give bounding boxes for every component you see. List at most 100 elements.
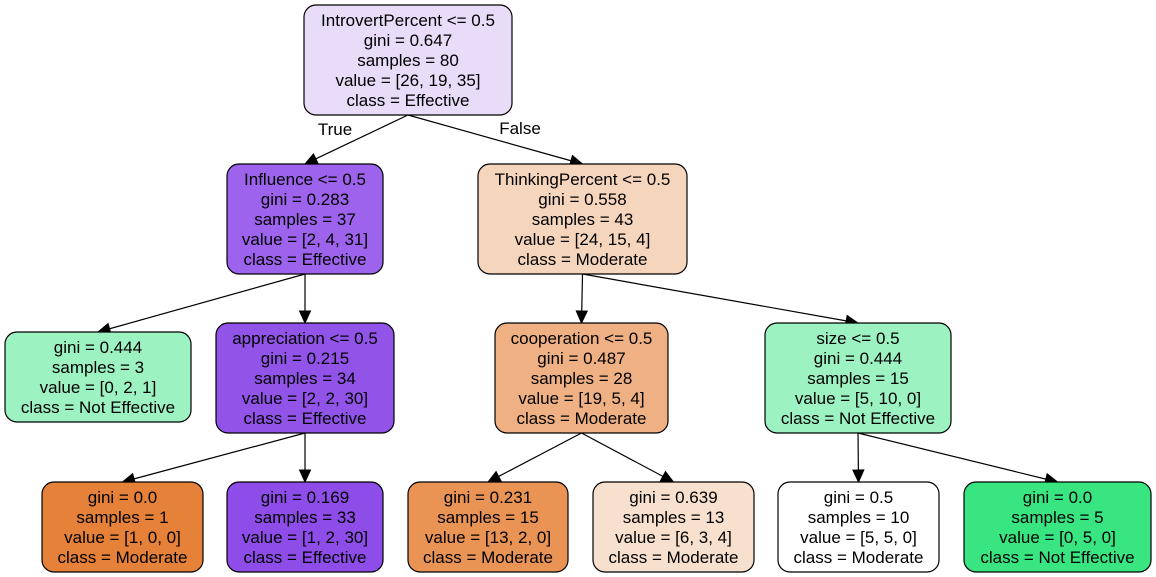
node-line: value = [19, 5, 4] bbox=[518, 389, 644, 408]
edge-label-true: True bbox=[318, 120, 352, 139]
node-box bbox=[303, 4, 513, 116]
node-line: samples = 13 bbox=[623, 508, 725, 527]
node-line: gini = 0.231 bbox=[444, 488, 532, 507]
edge-n0-n2: False bbox=[407, 114, 584, 167]
edge-line bbox=[407, 114, 572, 162]
node-box bbox=[777, 481, 940, 573]
node-line: value = [5, 10, 0] bbox=[795, 389, 921, 408]
node-box bbox=[764, 322, 952, 434]
node-line: gini = 0.444 bbox=[54, 338, 142, 357]
edge-line bbox=[315, 114, 409, 160]
node-line: IntrovertPercent <= 0.5 bbox=[321, 11, 495, 30]
edge-line bbox=[498, 432, 582, 477]
node-line: appreciation <= 0.5 bbox=[232, 329, 378, 348]
arrowhead-icon bbox=[852, 469, 865, 484]
node-line: samples = 28 bbox=[531, 369, 633, 388]
node-line: value = [6, 3, 4] bbox=[615, 528, 732, 547]
node-line: value = [5, 5, 0] bbox=[800, 528, 917, 547]
edge-line bbox=[109, 273, 306, 330]
node-line: samples = 80 bbox=[357, 51, 459, 70]
edge-label-false: False bbox=[499, 119, 541, 138]
node-line: samples = 1 bbox=[76, 508, 168, 527]
node-line: samples = 43 bbox=[532, 210, 634, 229]
node-line: class = Moderate bbox=[518, 250, 648, 269]
node-line: samples = 10 bbox=[808, 508, 910, 527]
node-line: class = Moderate bbox=[58, 548, 188, 567]
node-line: class = Effective bbox=[347, 91, 470, 110]
node-line: value = [24, 15, 4] bbox=[515, 230, 651, 249]
arrowhead-icon bbox=[575, 310, 589, 325]
edge-n1-n4 bbox=[298, 274, 312, 325]
edge-line bbox=[133, 432, 306, 480]
node-line: gini = 0.639 bbox=[629, 488, 717, 507]
node-line: samples = 33 bbox=[254, 508, 356, 527]
node-box bbox=[226, 163, 384, 275]
node-line: class = Effective bbox=[244, 409, 367, 428]
node-line: gini = 0.647 bbox=[364, 31, 452, 50]
node-line: samples = 5 bbox=[1011, 508, 1103, 527]
edge-n6-n12 bbox=[857, 432, 1059, 486]
node-line: ThinkingPercent <= 0.5 bbox=[495, 170, 671, 189]
node-box bbox=[963, 481, 1152, 573]
node-line: gini = 0.169 bbox=[261, 488, 349, 507]
node-line: gini = 0.283 bbox=[261, 190, 349, 209]
edge-n5-n10 bbox=[581, 432, 675, 483]
node-line: class = Effective bbox=[244, 250, 367, 269]
node-line: value = [1, 0, 0] bbox=[64, 528, 181, 547]
node-line: samples = 15 bbox=[807, 369, 909, 388]
node-line: value = [2, 4, 31] bbox=[242, 230, 368, 249]
edge-line bbox=[581, 273, 584, 312]
node-line: gini = 0.0 bbox=[88, 488, 157, 507]
node-box bbox=[592, 481, 755, 573]
arrowhead-icon bbox=[298, 469, 312, 484]
node-line: gini = 0.0 bbox=[1023, 488, 1092, 507]
node-line: class = Moderate bbox=[423, 548, 553, 567]
edge-n2-n5 bbox=[575, 273, 589, 325]
node-box bbox=[407, 481, 569, 573]
node-line: gini = 0.5 bbox=[824, 488, 893, 507]
edge-line bbox=[581, 432, 664, 477]
edge-n6-n11 bbox=[852, 432, 865, 484]
node-line: value = [0, 5, 0] bbox=[999, 528, 1116, 547]
node-line: gini = 0.444 bbox=[814, 349, 902, 368]
node-line: size <= 0.5 bbox=[816, 329, 899, 348]
node-line: class = Not Effective bbox=[980, 548, 1134, 567]
node-line: class = Effective bbox=[244, 548, 367, 567]
arrowhead-icon bbox=[303, 152, 319, 165]
node-box bbox=[41, 481, 204, 573]
edge-line bbox=[857, 432, 1046, 480]
node-line: gini = 0.215 bbox=[261, 349, 349, 368]
node-box bbox=[494, 322, 669, 434]
node-box bbox=[226, 481, 384, 573]
edge-n5-n9 bbox=[486, 432, 582, 483]
arrowhead-icon bbox=[486, 470, 502, 483]
node-box bbox=[215, 322, 395, 434]
edge-n0-n1: True bbox=[303, 114, 409, 165]
node-line: value = [1, 2, 30] bbox=[242, 528, 368, 547]
node-line: samples = 37 bbox=[254, 210, 356, 229]
node-line: samples = 34 bbox=[254, 369, 356, 388]
edge-n4-n8 bbox=[298, 433, 312, 484]
node-box bbox=[477, 163, 688, 275]
node-line: value = [13, 2, 0] bbox=[425, 528, 551, 547]
node-line: value = [0, 2, 1] bbox=[40, 378, 157, 397]
node-line: cooperation <= 0.5 bbox=[511, 329, 653, 348]
edge-line bbox=[582, 273, 847, 322]
node-line: value = [26, 19, 35] bbox=[335, 71, 480, 90]
node-line: samples = 3 bbox=[52, 358, 144, 377]
node-line: value = [2, 2, 30] bbox=[242, 389, 368, 408]
edge-n4-n7 bbox=[121, 432, 306, 485]
